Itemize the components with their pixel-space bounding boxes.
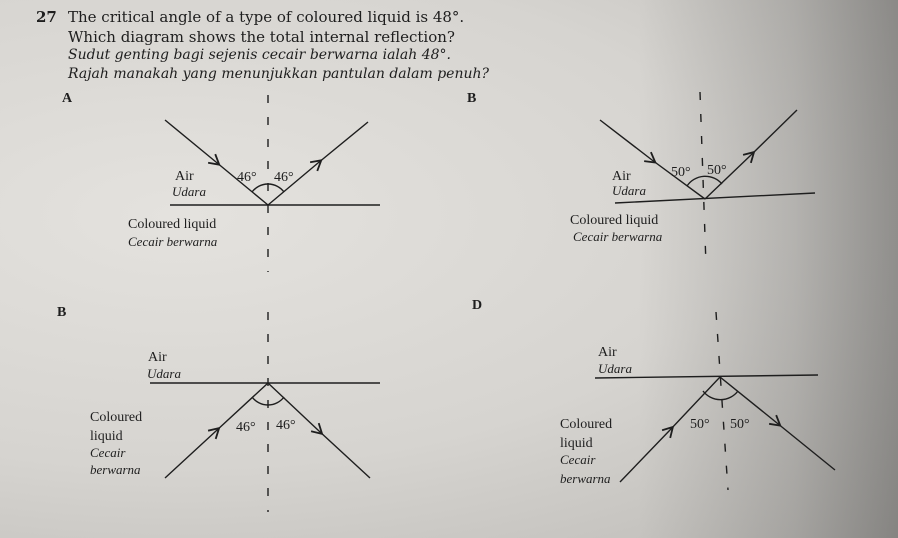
question-line-3: Sudut genting bagi sejenis cecair berwar… xyxy=(68,47,451,63)
angle-left: 50° xyxy=(690,417,710,432)
liquid-label: liquid xyxy=(90,429,123,444)
incident-ray xyxy=(619,376,721,483)
diagram-a xyxy=(164,95,380,272)
angle-right: 46° xyxy=(274,170,294,185)
question-line-4: Rajah manakah yang menunjukkan pantulan … xyxy=(68,66,489,82)
incident-ray xyxy=(164,119,269,206)
liquid-label: Coloured xyxy=(560,417,612,432)
angle-right: 50° xyxy=(730,417,750,432)
option-letter: D xyxy=(472,298,482,313)
angle-arc xyxy=(251,183,285,193)
angle-left: 46° xyxy=(237,170,257,185)
normal-line xyxy=(715,311,729,491)
diagram-d xyxy=(594,311,836,491)
angle-left: 46° xyxy=(236,420,256,435)
cecair-label: Cecair xyxy=(560,452,596,467)
liquid-label: Coloured liquid xyxy=(570,213,658,228)
angle-arc xyxy=(702,390,739,401)
cecair-label: berwarna xyxy=(560,471,611,486)
diagram-c xyxy=(150,312,380,512)
air-label: Air xyxy=(598,345,617,360)
incident-ray xyxy=(164,382,269,479)
air-label: Air xyxy=(148,350,167,365)
udara-label: Udara xyxy=(598,361,632,376)
angle-left: 50° xyxy=(671,165,691,180)
liquid-label: liquid xyxy=(560,436,593,451)
angle-arc xyxy=(686,175,723,187)
boundary-line xyxy=(594,374,819,379)
air-label: Air xyxy=(175,169,194,184)
angle-arc xyxy=(251,396,285,406)
reflected-ray xyxy=(704,109,798,200)
udara-label: Udara xyxy=(147,366,181,381)
boundary-line xyxy=(614,192,816,204)
question-line-2: Which diagram shows the total internal r… xyxy=(68,28,455,46)
option-letter: B xyxy=(57,305,66,320)
angle-right: 46° xyxy=(276,418,296,433)
udara-label: Udara xyxy=(172,184,206,199)
udara-label: Udara xyxy=(612,183,646,198)
cecair-label: Cecair berwarna xyxy=(128,234,218,249)
reflected-ray xyxy=(267,121,369,206)
cecair-label: Cecair xyxy=(90,445,126,460)
cecair-label: berwarna xyxy=(90,462,141,477)
option-letter: B xyxy=(467,91,476,106)
reflected-ray xyxy=(267,382,371,479)
angle-right: 50° xyxy=(707,163,727,178)
reflected-ray xyxy=(719,376,836,471)
question-number: 27 xyxy=(36,8,57,26)
liquid-label: Coloured xyxy=(90,410,142,425)
option-letter: A xyxy=(62,91,73,106)
cecair-label: Cecair berwarna xyxy=(573,229,663,244)
diagram-b xyxy=(599,91,816,266)
liquid-label: Coloured liquid xyxy=(128,217,216,232)
air-label: Air xyxy=(612,169,631,184)
question-line-1: The critical angle of a type of coloured… xyxy=(68,8,465,26)
normal-line xyxy=(699,91,707,266)
